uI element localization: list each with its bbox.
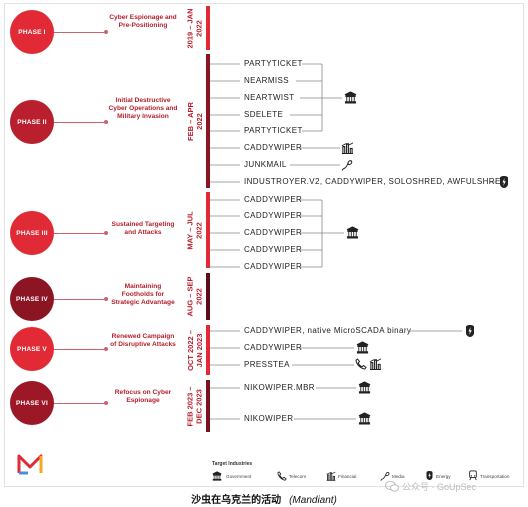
malware-item: CADDYWIPER	[244, 228, 303, 237]
financial-icon	[341, 142, 354, 154]
phase-3-connector	[54, 233, 104, 234]
watermark: 公众号 · GoUpSec	[385, 480, 476, 493]
phase-5-circle: PHASE V	[10, 327, 54, 371]
watermark-text: 公众号 · GoUpSec	[402, 482, 477, 492]
phase-5-connector-dot	[104, 347, 108, 351]
phase-4-connector	[54, 299, 104, 300]
phase-4-label: Maintaining Footholds for Strategic Adva…	[111, 283, 175, 306]
phase-6-label: Refocus on Cyber Espionage	[114, 389, 172, 404]
legend-energy: Energy	[436, 474, 451, 479]
financial-icon	[326, 471, 336, 481]
government-icon	[212, 471, 222, 481]
phase-4-connector-dot	[104, 297, 108, 301]
telecom-icon	[355, 358, 367, 370]
wechat-icon	[385, 481, 399, 492]
phase-5-label: Renewed Campaign of Disruptive Attacks	[110, 333, 176, 348]
energy-icon	[426, 471, 433, 480]
malware-item: CADDYWIPER	[244, 211, 303, 220]
phase-3-circle: PHASE III	[10, 211, 54, 255]
telecom-icon	[277, 471, 287, 481]
legend-transportation: Transportation	[480, 474, 510, 479]
date-bar-2	[206, 54, 210, 188]
mandiant-logo-icon	[17, 454, 43, 475]
malware-item: PARTYTICKET	[244, 126, 303, 135]
caption-source: (Mandiant)	[289, 495, 337, 506]
date-bar-4	[206, 273, 210, 320]
government-icon	[346, 226, 359, 239]
legend-financial: Financial	[338, 474, 357, 479]
phase-2-circle: PHASE II	[10, 100, 54, 144]
phase-2-connector	[54, 122, 104, 123]
date-bar-5	[206, 325, 210, 375]
energy-icon	[500, 176, 508, 188]
phase-2-label: Initial Destructive Cyber Operations and…	[108, 97, 178, 120]
phase-4-circle: PHASE IV	[10, 277, 54, 321]
legend-telecom: Telecom	[289, 474, 307, 479]
malware-item: CADDYWIPER	[244, 262, 303, 271]
malware-item: CADDYWIPER	[244, 143, 303, 152]
phase-1-circle: PHASE I	[10, 10, 54, 54]
malware-item: NIKOWIPER	[244, 414, 294, 423]
malware-item: PARTYTICKET	[244, 59, 303, 68]
legend-government: Government	[226, 474, 252, 479]
energy-icon	[466, 325, 474, 337]
media-icon	[341, 160, 353, 171]
transportation-icon	[469, 470, 477, 481]
malware-item: JUNKMAIL	[244, 160, 287, 169]
malware-item: PRESSTEA	[244, 360, 290, 369]
government-icon	[344, 91, 357, 104]
caption-title: 沙虫在乌克兰的活动	[191, 495, 282, 506]
malware-item: NEARTWIST	[244, 93, 295, 102]
phase-6-connector	[54, 403, 104, 404]
phase-5-connector	[54, 349, 104, 350]
date-bar-1	[206, 6, 210, 50]
figure-caption: 沙虫在乌克兰的活动 (Mandiant)	[0, 491, 528, 506]
phase-3-connector-dot	[104, 231, 108, 235]
legend-media: Media	[392, 474, 405, 479]
government-icon	[358, 412, 371, 425]
malware-item: NIKOWIPER.MBR	[244, 383, 315, 392]
date-bar-3	[206, 192, 210, 268]
diagram-frame	[4, 3, 524, 487]
phase-2-connector-dot	[104, 120, 108, 124]
legend-title: Target Industries	[212, 461, 253, 467]
malware-item: CADDYWIPER	[244, 343, 303, 352]
phase-6-circle: PHASE VI	[10, 381, 54, 425]
malware-item: SDELETE	[244, 110, 284, 119]
government-icon	[358, 381, 371, 394]
government-icon	[356, 341, 369, 354]
malware-item: INDUSTROYER.V2, CADDYWIPER, SOLOSHRED, A…	[244, 177, 507, 186]
date-bar-6	[206, 380, 210, 432]
malware-item: CADDYWIPER, native MicroSCADA binary	[244, 326, 412, 335]
phase-6-connector-dot	[104, 401, 108, 405]
phase-1-connector	[54, 32, 104, 33]
phase-1-label: Cyber Espionage and Pre-Positioning	[109, 14, 177, 29]
malware-item: CADDYWIPER	[244, 195, 303, 204]
media-icon	[380, 471, 390, 481]
phase-3-label: Sustained Targeting and Attacks	[111, 221, 175, 236]
malware-item: NEARMISS	[244, 76, 289, 85]
malware-item: CADDYWIPER	[244, 245, 303, 254]
phase-1-connector-dot	[104, 30, 108, 34]
financial-icon	[369, 358, 382, 370]
